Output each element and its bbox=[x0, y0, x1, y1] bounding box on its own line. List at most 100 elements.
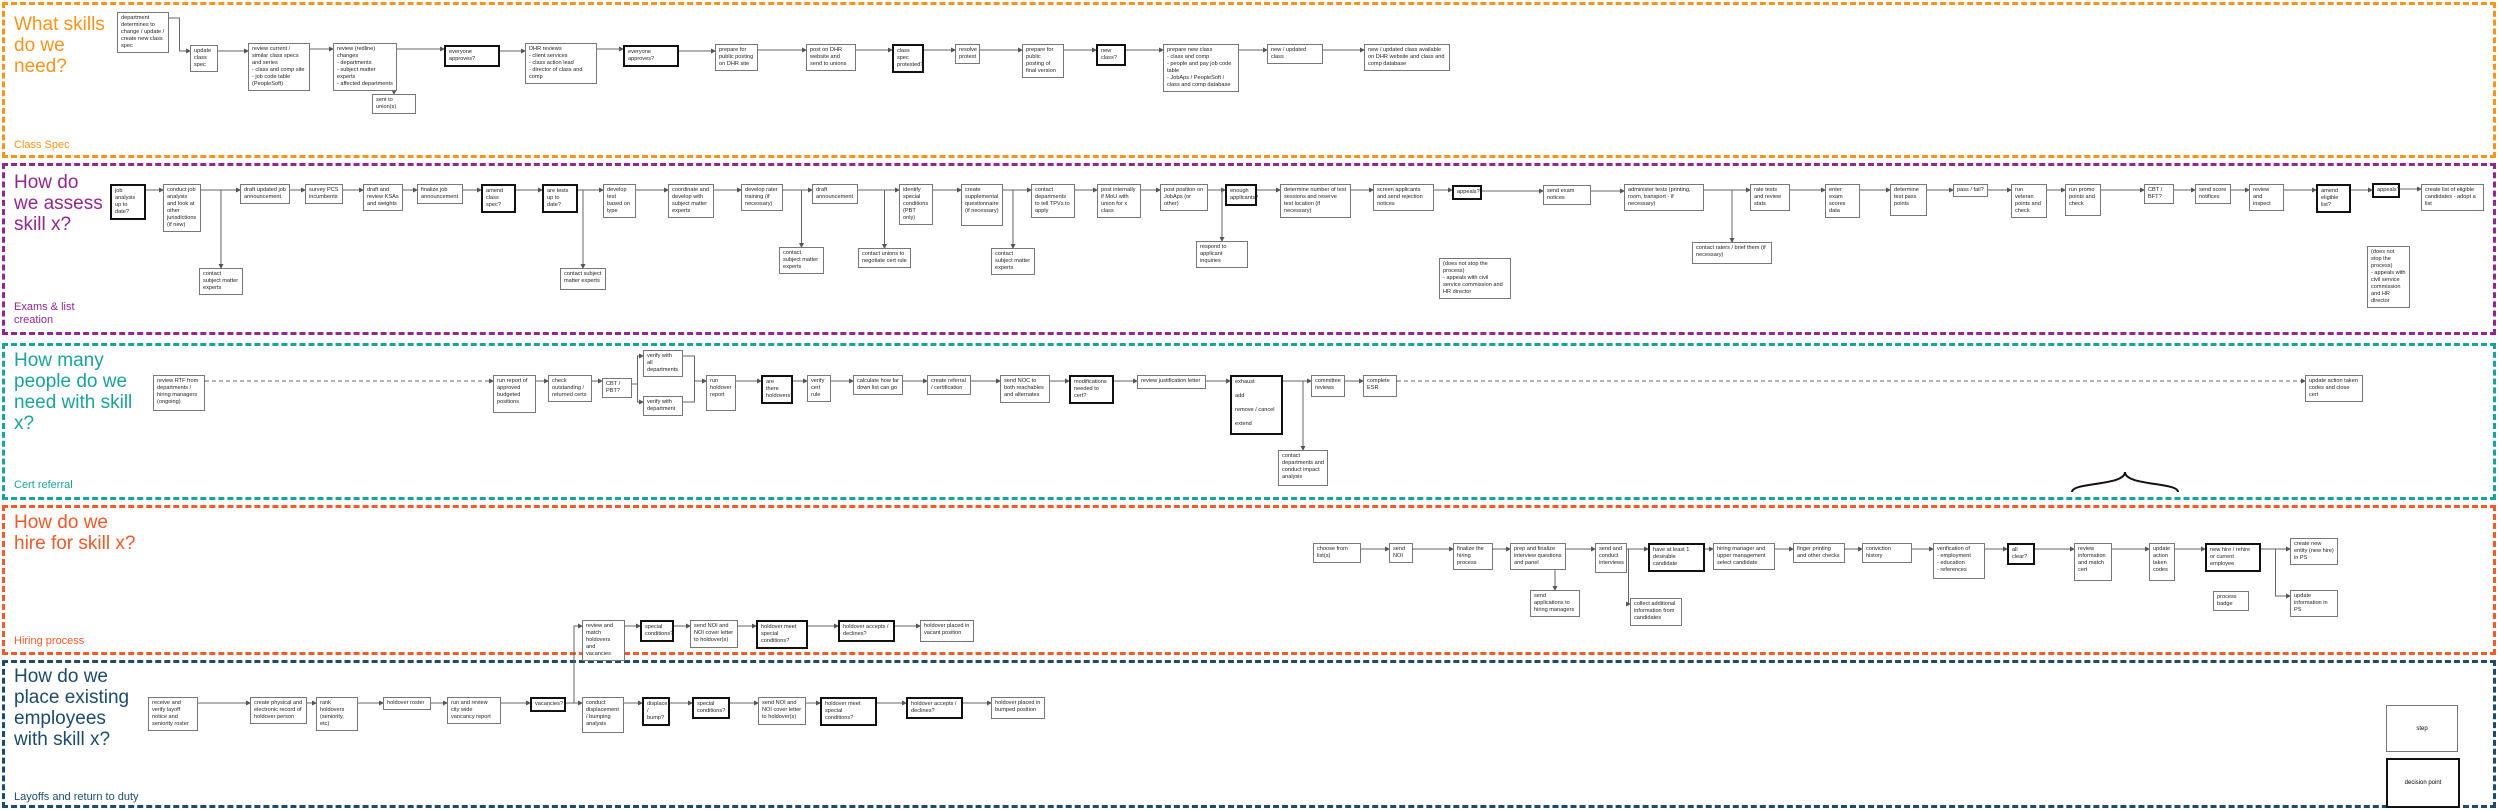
step-node: contact subject matter experts bbox=[560, 268, 606, 290]
step-node: collect additional information from cand… bbox=[1630, 598, 1682, 626]
step-node: create list of eligible candidates - ado… bbox=[2421, 184, 2484, 211]
step-node: review and inspect bbox=[2249, 184, 2284, 211]
step-node: send NOC to both reachables and alternat… bbox=[1000, 375, 1050, 403]
step-node: prepare for public posting on DHR site bbox=[715, 44, 758, 71]
lane-subtitle: Class Spec bbox=[14, 139, 70, 151]
step-node: screen applicants and send rejection not… bbox=[1373, 184, 1434, 211]
swimlane-2 bbox=[2, 163, 2496, 335]
lane-title: How do we assess skill x? bbox=[14, 172, 103, 235]
step-node: resolve protest bbox=[955, 44, 980, 64]
step-node: holdover placed in vacant position bbox=[920, 620, 974, 642]
step-node: develop test based on type bbox=[603, 184, 636, 218]
step-node: post internally if MoU with union for x … bbox=[1097, 184, 1141, 218]
step-node: hiring manager and upper management sele… bbox=[1713, 543, 1775, 570]
step-node: run holdover report bbox=[706, 375, 736, 411]
step-node: verify with all departments bbox=[643, 350, 683, 377]
swimlane-1 bbox=[2, 2, 2496, 158]
lane-header: How do we assess skill x? Exams & list cr… bbox=[14, 172, 106, 327]
step-node: create new entity (new hire) in PS bbox=[2290, 538, 2338, 565]
step-node: run promo points and check bbox=[2065, 184, 2101, 216]
decision-node: vacancies? bbox=[530, 697, 566, 712]
step-node: post on DHR website and send to unions bbox=[806, 44, 856, 71]
step-node: send applications to hiring managers bbox=[1530, 590, 1580, 617]
step-node: rank holdovers (seniority, etc) bbox=[316, 697, 358, 731]
step-node: run and review city wide vancancy report bbox=[447, 697, 501, 724]
step-node: contact subject matter experts bbox=[991, 248, 1035, 275]
legend-step: step bbox=[2386, 705, 2458, 752]
decision-node: have at least 1 desirable candidate bbox=[1648, 543, 1705, 572]
decision-node: class spec protested? bbox=[892, 44, 924, 73]
step-node: check outstanding / returned certs bbox=[548, 375, 592, 402]
step-node: coordinate and develop with subject matt… bbox=[668, 184, 714, 218]
step-node: department determines to change / update… bbox=[117, 12, 169, 53]
decision-node: amend eligible list? bbox=[2316, 184, 2351, 213]
step-node: survey PCS incumbents bbox=[305, 184, 343, 204]
step-node: contact subject matter experts bbox=[199, 268, 243, 295]
step-node: draft updated job announcement bbox=[240, 184, 290, 204]
step-node: conduct job analysis and look at other j… bbox=[163, 184, 201, 232]
lane-header: What skills do we need? Class Spec bbox=[14, 14, 112, 152]
decision-node: are tests up to date? bbox=[542, 184, 578, 213]
step-node: identify special conditions (PBT only) bbox=[899, 184, 933, 225]
swimlane-5 bbox=[2, 660, 2496, 808]
step-node: administer tests (printing, room, transp… bbox=[1624, 184, 1704, 211]
lane-title: How do we place existing employees with … bbox=[14, 666, 130, 750]
step-node: enter exam scores data bbox=[1825, 184, 1860, 218]
step-node: send and conduct interviews bbox=[1595, 543, 1627, 573]
step-node: holdover placed in bumped position bbox=[991, 697, 1045, 719]
decision-node: everyone approves? bbox=[444, 45, 500, 67]
step-node: prepare new class - class and comp - peo… bbox=[1163, 44, 1239, 92]
lane-title: How do we hire for skill x? bbox=[14, 512, 136, 554]
swimlane-3 bbox=[2, 343, 2496, 500]
step-node: contact raters / brief them (if necessar… bbox=[1692, 242, 1772, 264]
step-node: post position on JobAps (or other) bbox=[1160, 184, 1208, 211]
step-node: update action taken codes bbox=[2149, 543, 2175, 581]
step-node: update action taken codes and close cert bbox=[2305, 375, 2363, 402]
step-node: create referral / certification bbox=[927, 375, 971, 395]
lane-header: How do we place existing employees with … bbox=[14, 666, 139, 804]
step-node: send exam notices bbox=[1543, 185, 1591, 205]
decision-node: new hire / rehire or current employee bbox=[2205, 543, 2261, 572]
step-node: finalize the hiring process bbox=[1453, 543, 1493, 570]
legend-decision-point: decision point bbox=[2386, 758, 2460, 808]
step-node: choose from list(s) bbox=[1313, 543, 1361, 563]
step-node: prep and finalize interview questions an… bbox=[1510, 543, 1566, 570]
lane-title: What skills do we need? bbox=[14, 14, 105, 77]
step-node: CBT / PBT? bbox=[602, 378, 632, 398]
step-node: committee reviews bbox=[1311, 375, 1345, 397]
decision-node: holdover accepts / declines? bbox=[838, 620, 895, 642]
lane-subtitle: Cert referral bbox=[14, 479, 73, 491]
decision-node: special conditions? bbox=[692, 697, 730, 719]
step-node: determine test pass points bbox=[1890, 184, 1927, 216]
step-node: finger printing and other checks bbox=[1793, 543, 1845, 563]
step-node: contact subject matter experts bbox=[779, 247, 824, 274]
decision-node: appeals? bbox=[2372, 183, 2400, 198]
step-node: contact unions to negotiate cert rule bbox=[858, 248, 911, 268]
step-node: new / updated class available on DHR web… bbox=[1364, 44, 1450, 71]
step-node: review (redline) changes - departments -… bbox=[333, 43, 397, 91]
lane-title: How many people do we need with skill x? bbox=[14, 350, 133, 434]
step-node: prepare for public posting of final vers… bbox=[1022, 44, 1064, 78]
step-node: (does not stop the process) - appeals wi… bbox=[2367, 246, 2410, 308]
step-node: receive and verify layoff notice and sen… bbox=[148, 697, 198, 731]
swimlane-4 bbox=[2, 505, 2496, 655]
step-node: verify cert rule bbox=[807, 375, 831, 402]
step-node: complete ESR bbox=[1363, 375, 1397, 397]
lane-subtitle: Hiring process bbox=[14, 635, 85, 647]
step-node: review current / similar class specs and… bbox=[248, 43, 310, 91]
lane-subtitle: Exams & list creation bbox=[14, 301, 75, 326]
curly-brace-icon bbox=[2071, 471, 2179, 493]
lane-subtitle: Layoffs and return to duty bbox=[14, 791, 139, 803]
step-node: verification of - employment - education… bbox=[1933, 543, 1985, 579]
step-node: respond to applicant inquiries bbox=[1196, 241, 1248, 268]
decision-node: are there holdovers? bbox=[761, 375, 793, 404]
decision-node: special conditions? bbox=[640, 620, 674, 642]
lane-header: How many people do we need with skill x?… bbox=[14, 350, 139, 492]
decision-node: amend class spec? bbox=[481, 184, 516, 213]
step-node: finalize job announcement bbox=[417, 184, 463, 204]
step-node: conduct displacement / bumping analysis bbox=[582, 697, 624, 733]
step-node: draft and review KSAs and weights bbox=[363, 184, 403, 211]
step-node: (does not stop the process) - appeals wi… bbox=[1439, 258, 1511, 299]
step-node: contact departments and conduct impact a… bbox=[1278, 450, 1328, 486]
decision-node: job analysis up to date? bbox=[110, 184, 146, 220]
